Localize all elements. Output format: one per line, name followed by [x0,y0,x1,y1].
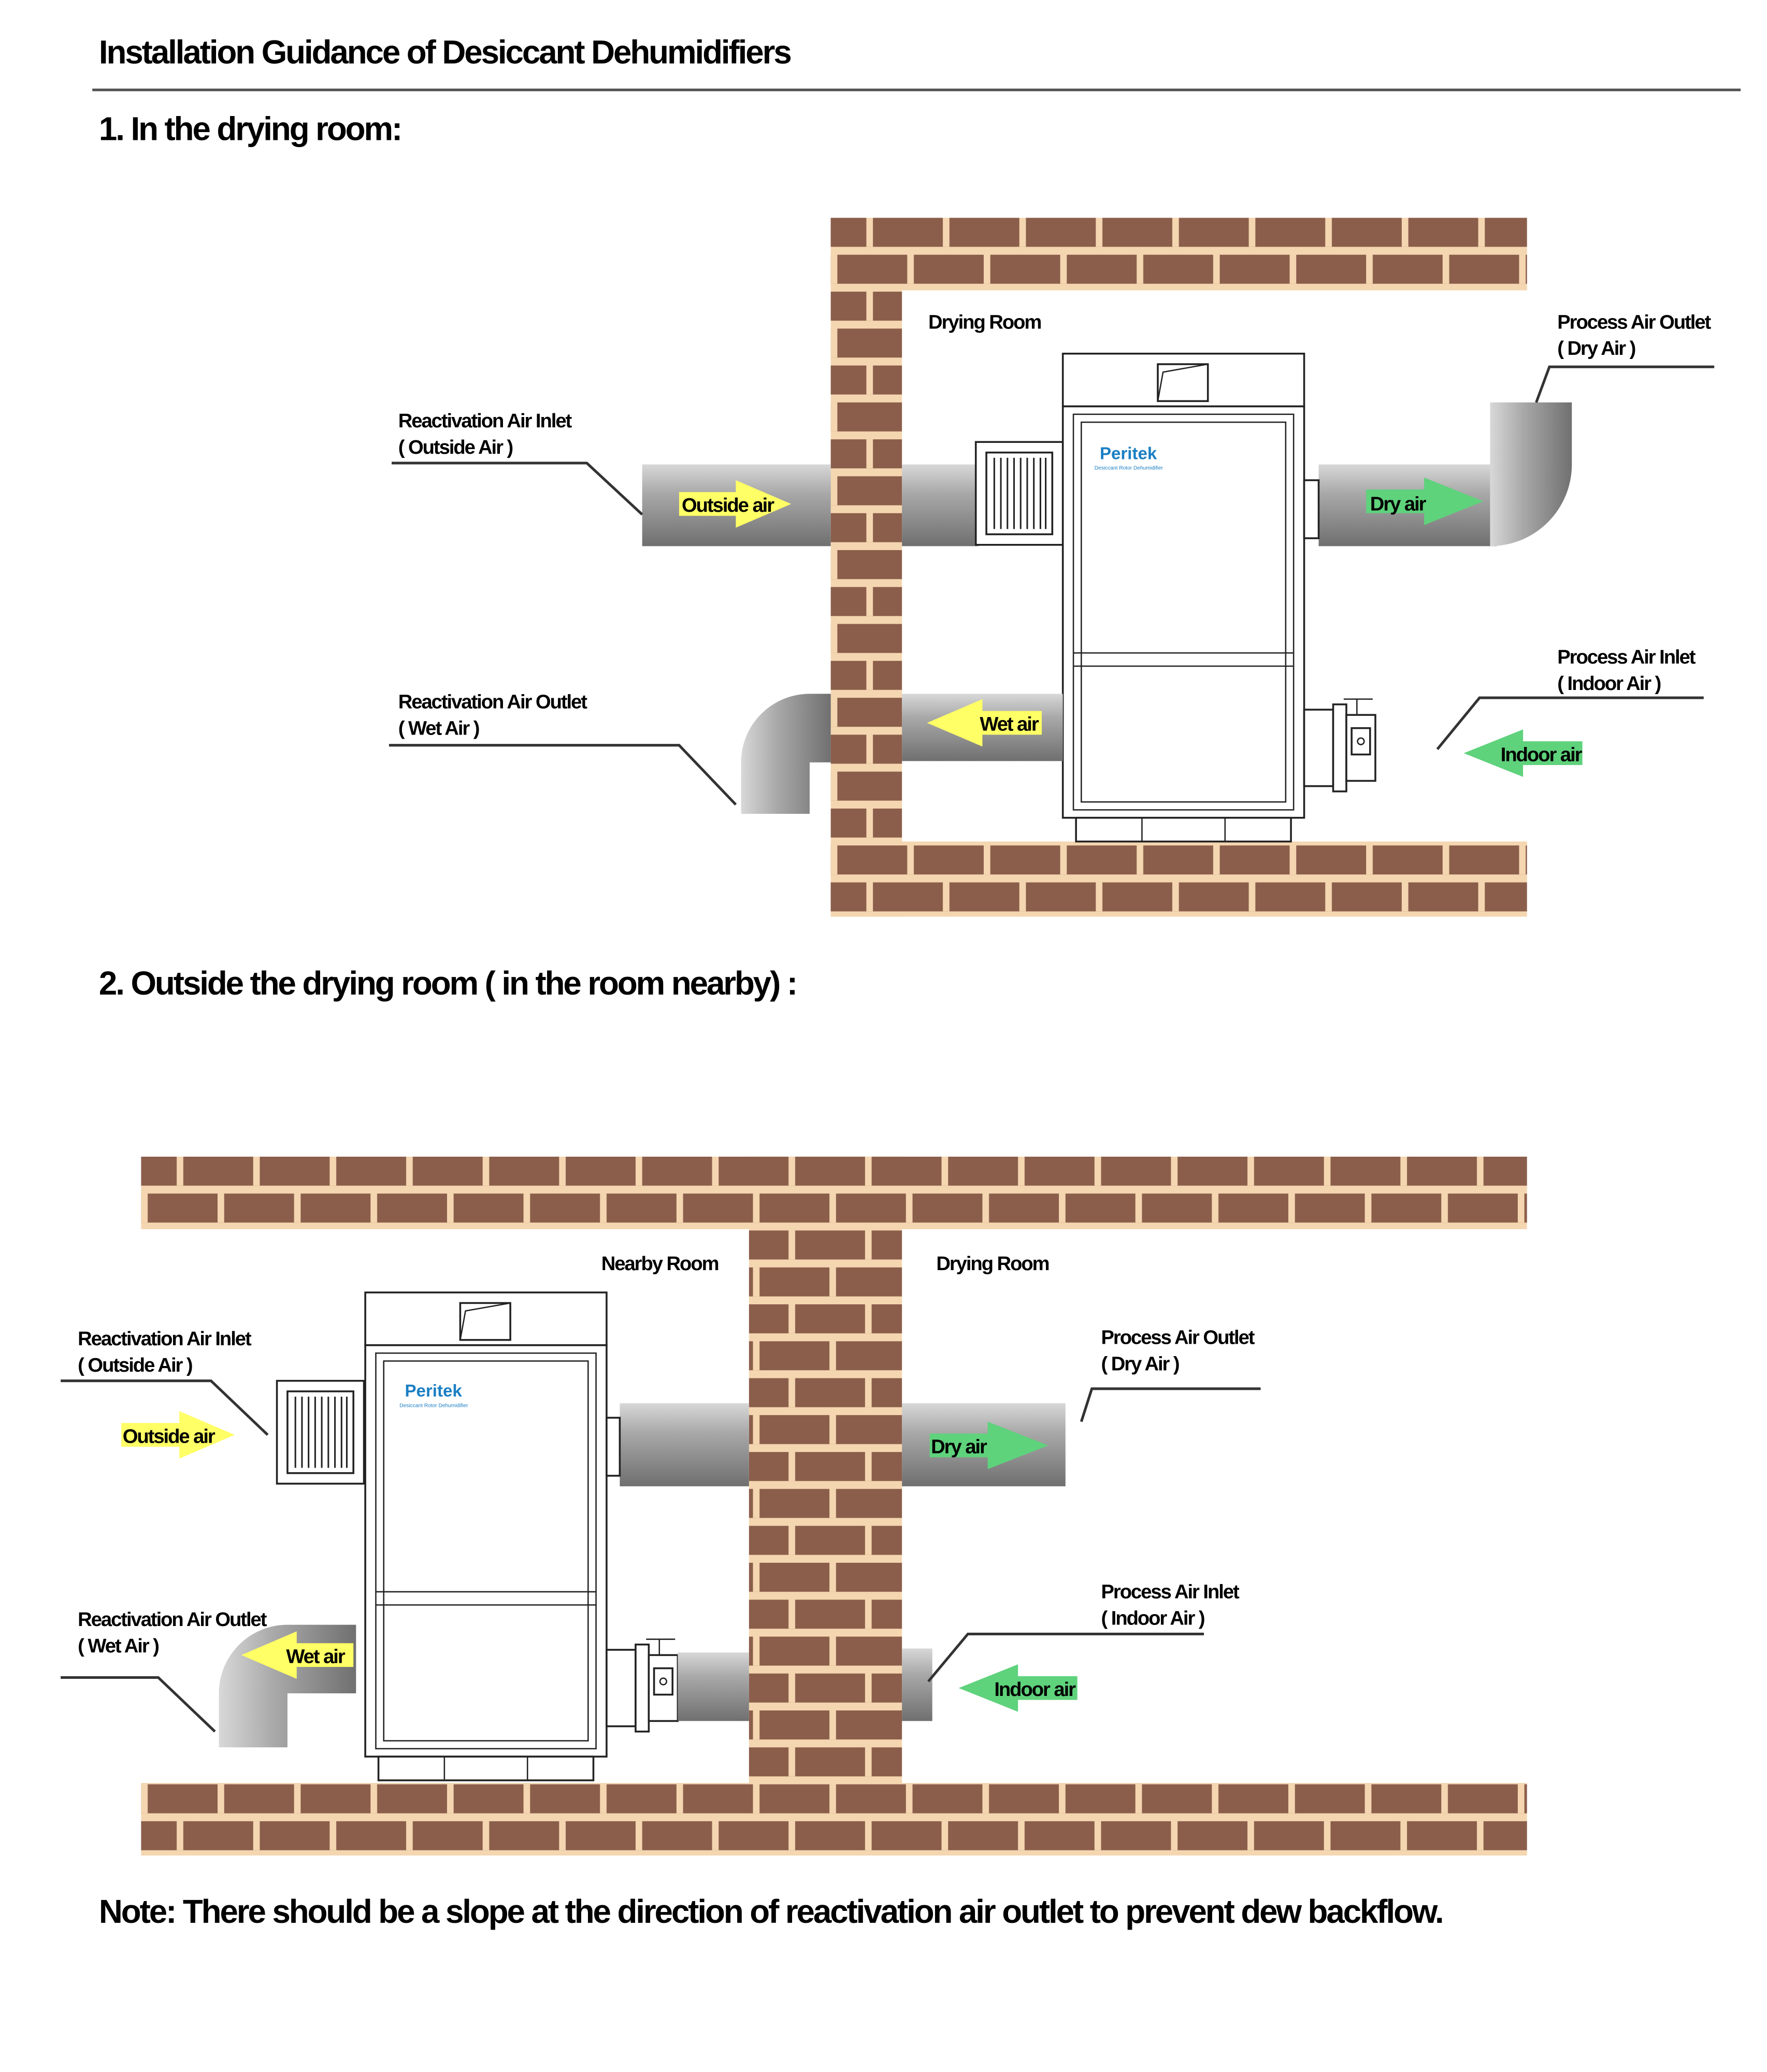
nearby-room-label: Nearby Room [601,1253,719,1275]
svg-text:Wet air: Wet air [980,713,1039,736]
page-title: Installation Guidance of Desiccant Dehum… [99,34,791,71]
leader-line [392,462,643,516]
process-inlet-stub [902,1648,932,1721]
outside-air-arrow: Outside air [121,1411,235,1459]
dry-air-arrow: Dry air [929,1421,1048,1470]
leader-line [1080,1387,1261,1422]
leader-line [389,744,737,806]
dry-air-flange [1303,479,1320,539]
brand-tagline: Desiccant Rotor Dehumidifier [399,1403,468,1409]
label-react-inlet-sub: ( Outside Air ) [78,1354,192,1376]
process-inlet-fitting [1303,698,1376,793]
label-process-outlet-sub: ( Dry Air ) [1557,337,1635,359]
wet-air-elbow [741,694,831,814]
diagram-1: Drying Room Peritek Desiccant Rotor Dehu… [389,218,1715,917]
brand-tagline: Desiccant Rotor Dehumidifier [1095,466,1163,471]
svg-text:Outside air: Outside air [682,494,774,516]
room-label: Drying Room [928,311,1041,333]
label-react-inlet: Reactivation Air Inlet [78,1328,252,1350]
label-react-outlet: Reactivation Air Outlet [78,1608,267,1631]
svg-text:Outside air: Outside air [123,1425,216,1447]
dry-air-duct [620,1403,749,1487]
wet-air-arrow: Wet air [927,699,1042,747]
section1-heading: 1. In the drying room: [99,110,401,147]
svg-text:Dry air: Dry air [931,1436,987,1458]
label-react-inlet-sub: ( Outside Air ) [398,436,513,458]
label-process-inlet-sub: ( Indoor Air ) [1557,672,1660,695]
label-react-outlet: Reactivation Air Outlet [398,690,588,713]
label-react-inlet: Reactivation Air Inlet [398,410,572,432]
intake-louver [276,1379,365,1485]
diagram-2: Nearby Room Drying Room Peritek Desiccan… [61,1156,1527,1856]
outside-air-arrow: Outside air [679,480,792,528]
leader-line [61,1676,216,1733]
label-process-inlet-sub: ( Indoor Air ) [1101,1607,1204,1630]
svg-text:Dry air: Dry air [1370,493,1427,515]
svg-text:Indoor air: Indoor air [994,1678,1076,1701]
brand-logo: Peritek [405,1382,462,1401]
wall-left [830,218,902,917]
process-inlet-fitting [606,1638,679,1733]
indoor-air-arrow: Indoor air [958,1664,1078,1712]
dehumidifier-unit [1061,352,1305,843]
room-label: Drying Room [936,1253,1048,1275]
outside-air-duct-inner [902,464,979,546]
label-react-outlet-sub: ( Wet Air ) [398,717,479,739]
dehumidifier-unit [364,1291,608,1781]
wall-top [830,218,1527,291]
label-react-outlet-sub: ( Wet Air ) [78,1635,159,1657]
leader-line [1535,365,1715,403]
wall-bottom [141,1783,1527,1856]
note-text: Note: There should be a slope at the dir… [99,1893,1443,1930]
label-process-outlet: Process Air Outlet [1101,1326,1255,1348]
wall-partition [749,1156,902,1856]
leader-line [927,1632,1204,1682]
dry-air-flange [606,1417,621,1477]
wall-bottom [830,841,1527,917]
leader-line [61,1379,269,1436]
label-process-inlet: Process Air Inlet [1101,1581,1240,1603]
section2-heading: 2. Outside the drying room ( in the room… [99,965,796,1002]
intake-louver [974,441,1064,546]
leader-line [1436,696,1704,750]
svg-text:Indoor air: Indoor air [1501,743,1583,766]
dry-air-arrow: Dry air [1366,477,1484,525]
label-process-outlet-sub: ( Dry Air ) [1101,1352,1179,1375]
wet-air-arrow: Wet air [241,1631,354,1679]
process-inlet-duct [678,1652,749,1721]
label-process-outlet: Process Air Outlet [1557,311,1711,333]
brand-logo: Peritek [1100,444,1157,463]
dry-air-elbow [1490,402,1572,546]
label-process-inlet: Process Air Inlet [1557,646,1696,668]
indoor-air-arrow: Indoor air [1463,729,1584,777]
svg-text:Wet air: Wet air [286,1645,346,1667]
